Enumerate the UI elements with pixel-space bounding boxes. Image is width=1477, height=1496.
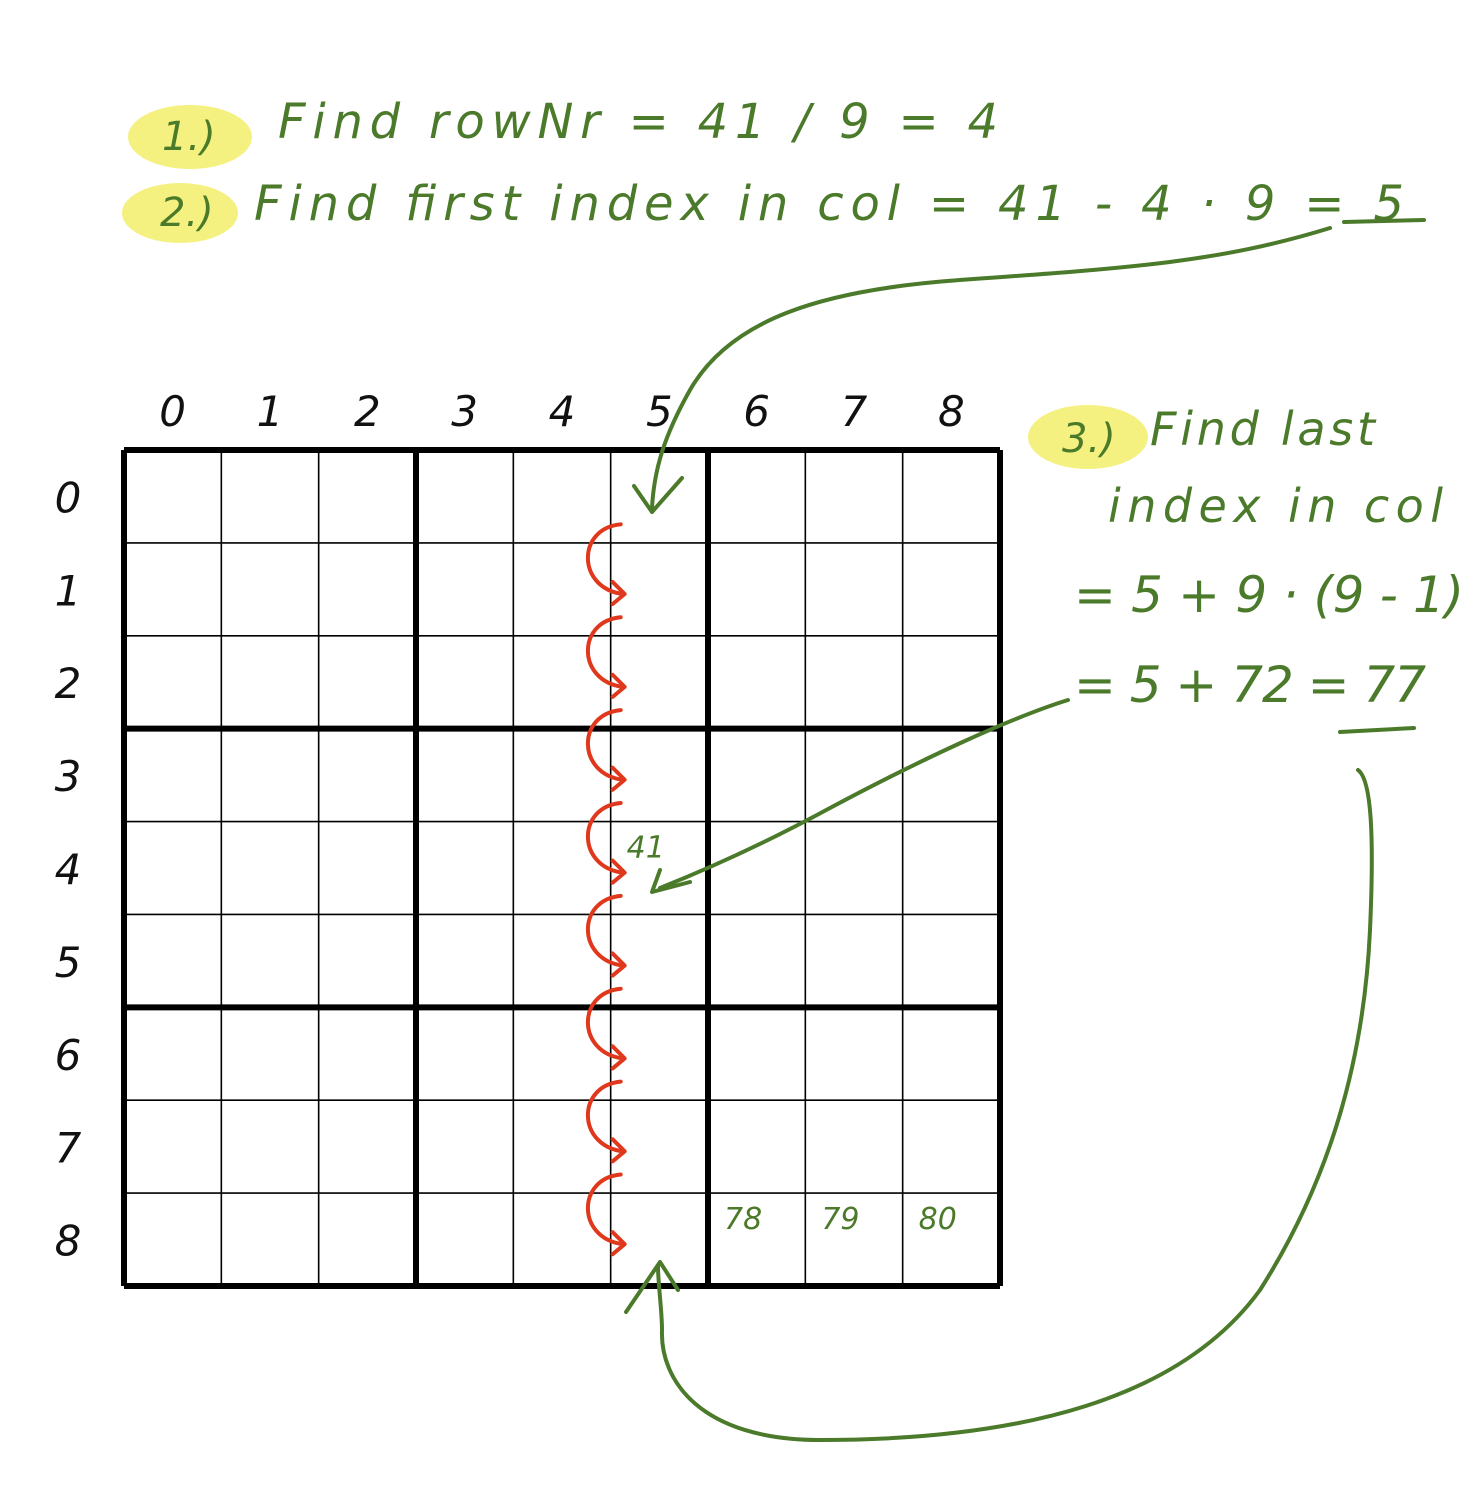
- row-labels: 0 1 2 3 4 5 6 7 8: [55, 473, 82, 1265]
- row-label-4: 4: [55, 845, 82, 894]
- arrow-to-41: [658, 698, 1070, 890]
- red-step-arc-5: [586, 986, 625, 1061]
- red-step-arrowhead-2: [610, 765, 627, 792]
- step-1-text: Find rowNr = 41 / 9 = 4: [278, 94, 998, 150]
- step-2-badge: 2.): [160, 190, 214, 236]
- step-3-highlight: [1028, 405, 1148, 469]
- red-step-arrowhead-5: [610, 1044, 627, 1071]
- column-label-0: 0: [159, 387, 186, 436]
- step-2-result-underline: [1342, 218, 1426, 224]
- step-3-line-1: Find last: [1150, 402, 1377, 456]
- column-label-8: 8: [938, 387, 965, 436]
- grid-thin-lines: [124, 450, 1000, 1286]
- arrow-to-41-head: [650, 868, 692, 894]
- step-3-badge: 3.): [1062, 416, 1116, 462]
- step-1-highlight: [128, 105, 252, 169]
- column-label-5: 5: [646, 387, 673, 436]
- row-label-8: 8: [55, 1217, 82, 1266]
- cell-note-79: 79: [821, 1202, 859, 1237]
- cell-note-78: 78: [724, 1202, 762, 1237]
- step-3-line-3: = 5 + 9 · (9 - 1): [1074, 566, 1464, 624]
- row-label-1: 1: [55, 566, 82, 615]
- column-label-4: 4: [549, 387, 576, 436]
- red-step-arrowhead-4: [610, 951, 627, 978]
- step-1-badge: 1.): [162, 114, 216, 160]
- arrow-last-index: [656, 768, 1374, 1443]
- row-label-2: 2: [55, 659, 82, 708]
- red-step-arrows: [586, 522, 627, 1257]
- red-step-arrowhead-7: [610, 1230, 627, 1257]
- red-step-arrowhead-3: [610, 858, 627, 885]
- column-label-1: 1: [257, 387, 284, 436]
- step-2-highlight: [122, 183, 238, 243]
- red-step-arc-4: [586, 893, 625, 968]
- red-step-arc-6: [586, 1079, 625, 1154]
- arrow-first-index-head: [632, 476, 684, 514]
- grid-thick-lines: [121, 447, 1003, 1289]
- column-label-3: 3: [451, 387, 478, 436]
- red-step-arrowhead-1: [610, 672, 627, 699]
- arrow-first-index: [650, 226, 1332, 510]
- cell-note-80: 80: [919, 1202, 957, 1237]
- red-step-arc-1: [586, 615, 625, 689]
- row-label-6: 6: [55, 1031, 82, 1080]
- red-step-arc-0: [586, 522, 625, 596]
- red-step-arrowhead-6: [610, 1137, 627, 1164]
- column-label-7: 7: [841, 387, 868, 436]
- red-step-arc-2: [586, 708, 625, 782]
- step-3-line-4: = 5 + 72 = 77: [1074, 656, 1426, 714]
- cell-note-41: 41: [627, 831, 665, 866]
- row-label-0: 0: [55, 473, 82, 522]
- row-label-3: 3: [55, 752, 82, 801]
- red-step-arc-3: [586, 800, 625, 875]
- arrow-last-index-head: [624, 1260, 680, 1314]
- column-label-6: 6: [743, 387, 770, 436]
- row-label-5: 5: [55, 938, 82, 987]
- column-labels: 0 1 2 3 4 5 6 7 8: [159, 387, 964, 436]
- cell-notes: 41 78 79 80: [627, 831, 957, 1238]
- step-2-text: Find first index in col = 41 - 4 · 9 = 5: [254, 176, 1404, 232]
- step-3-line-2: index in col: [1108, 479, 1443, 533]
- row-label-7: 7: [55, 1124, 82, 1173]
- step-3-result-underline: [1338, 726, 1416, 734]
- red-step-arrowhead-0: [610, 579, 627, 606]
- column-label-2: 2: [354, 387, 381, 436]
- red-step-arc-7: [586, 1172, 625, 1247]
